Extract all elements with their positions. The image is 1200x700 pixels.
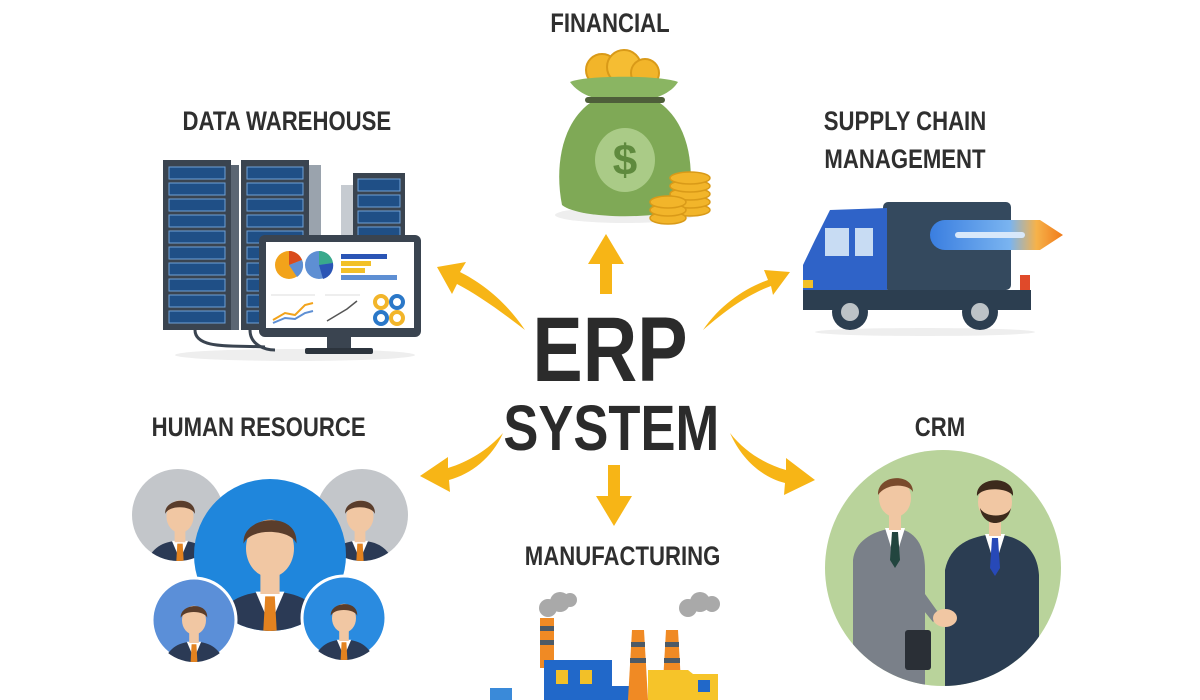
delivery-truck-icon (803, 202, 1063, 336)
erp-system-title: ERP SYSTEM (480, 299, 740, 464)
human-resource-label: HUMAN RESOURCE (151, 412, 366, 442)
people-group-icon (132, 469, 408, 664)
erp-title-line2: SYSTEM (503, 392, 720, 464)
erp-title-line1: ERP (532, 299, 688, 401)
supply-chain-label-line2: MANAGEMENT (824, 144, 986, 174)
money-bag-icon: $ (555, 49, 711, 225)
arrow-down-icon (596, 465, 632, 526)
data-warehouse-label: DATA WAREHOUSE (182, 106, 392, 136)
factory-icon (490, 592, 720, 700)
arrow-upper-right-icon (703, 270, 790, 330)
arrow-lower-right-icon (730, 433, 815, 495)
server-rack-icon (163, 160, 421, 361)
crm-label: CRM (914, 412, 966, 442)
manufacturing-label: MANUFACTURING (524, 541, 721, 571)
arrow-up-icon (588, 234, 624, 294)
arrow-upper-left-icon (437, 262, 525, 330)
handshake-icon (825, 450, 1061, 686)
svg-text:$: $ (613, 136, 637, 185)
financial-label: FINANCIAL (550, 8, 670, 38)
arrow-lower-left-icon (420, 433, 503, 492)
supply-chain-label-line1: SUPPLY CHAIN (823, 106, 987, 136)
